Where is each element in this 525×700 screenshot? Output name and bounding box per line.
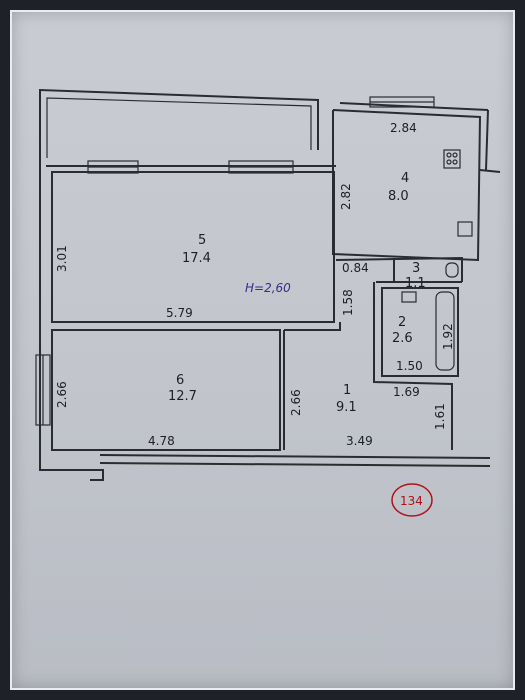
washbasin-icon <box>401 291 417 303</box>
room-number: 5 <box>198 233 206 248</box>
dimension-label: 3.01 <box>55 245 69 272</box>
dimension-label: 1.69 <box>393 385 420 399</box>
room-number: 3 <box>412 261 420 276</box>
room-number: 1 <box>343 383 351 398</box>
room-number: 2 <box>398 315 406 330</box>
sink-icon <box>457 221 473 237</box>
room-number: 6 <box>176 373 184 388</box>
dimension-label: 5.79 <box>166 306 193 320</box>
dimension-label: 2.66 <box>289 389 303 416</box>
room-area: 9.1 <box>336 400 357 415</box>
room-number: 4 <box>401 171 409 186</box>
room-area: 17.4 <box>182 251 211 266</box>
room-area: 8.0 <box>388 189 409 204</box>
stamp-circle <box>391 483 433 517</box>
bathtub-icon <box>435 291 455 371</box>
stamp-number: 134 <box>400 494 423 508</box>
dimension-label: 1.58 <box>341 289 355 316</box>
room-area: 2.6 <box>392 331 413 346</box>
dimension-label: 2.66 <box>55 381 69 408</box>
stove-icon <box>443 149 461 169</box>
dimension-label: 2.82 <box>339 183 353 210</box>
dimension-label: 1.50 <box>396 359 423 373</box>
dimension-labels: 2.84 2.82 3.01 5.79 0.84 1.58 1.92 1.50 … <box>55 121 455 448</box>
toilet-icon <box>445 262 459 278</box>
room-area: 1.1 <box>405 276 426 291</box>
walls <box>39 88 501 481</box>
dimension-label: 1.61 <box>433 403 447 430</box>
room-area: 12.7 <box>168 389 197 404</box>
room-labels: 4 8.0 5 17.4 3 1.1 2 2.6 6 12.7 1 9.1 <box>168 171 426 415</box>
windows <box>35 96 435 426</box>
ceiling-height-note: H=2,60 <box>245 281 291 295</box>
dimension-label: 4.78 <box>148 434 175 448</box>
dimension-label: 2.84 <box>390 121 417 135</box>
dimension-label: 1.92 <box>441 323 455 350</box>
dimension-label: 3.49 <box>346 434 373 448</box>
paper-sheet <box>10 10 515 690</box>
dimension-label: 0.84 <box>342 261 369 275</box>
fixtures <box>401 149 473 371</box>
